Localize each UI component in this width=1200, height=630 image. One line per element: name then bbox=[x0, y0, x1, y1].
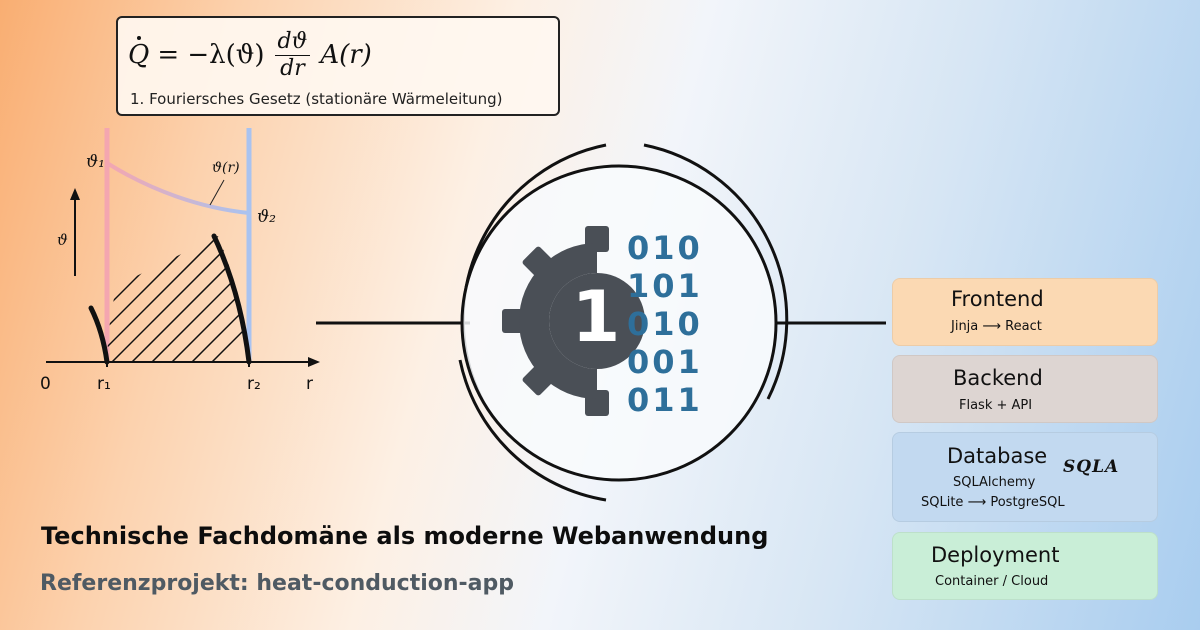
binary-row-4: 001 bbox=[627, 343, 703, 381]
theta1-label: ϑ₁ bbox=[86, 152, 105, 172]
r2-label: r₂ bbox=[247, 374, 261, 394]
theta-r-pointer bbox=[209, 179, 225, 206]
inner-arc bbox=[88, 305, 110, 365]
headline: Technische Fachdomäne als moderne Webanw… bbox=[41, 522, 769, 550]
x-zero-label: 0 bbox=[40, 374, 51, 394]
formula-eq: = −λ(ϑ) bbox=[157, 40, 265, 70]
hub-outer-arc-right bbox=[643, 143, 789, 400]
binary-row-3: 010 bbox=[627, 305, 703, 343]
r1-label: r₁ bbox=[97, 374, 111, 394]
theta2-label: ϑ₂ bbox=[257, 207, 276, 227]
temperature-curve bbox=[105, 161, 250, 215]
deployment-sub: Container / Cloud bbox=[935, 574, 1049, 589]
heat-conduction-plot: ϑ₁ ϑ₂ ϑ(r) ϑ 0 r₁ r₂ r bbox=[40, 128, 320, 394]
backend-sub: Flask + API bbox=[959, 398, 1033, 413]
theta-axis-arrow bbox=[70, 188, 80, 200]
hub-outer-arc-bottom-left bbox=[458, 359, 607, 502]
subline: Referenzprojekt: heat-conduction-app bbox=[40, 571, 515, 596]
theta-axis-label: ϑ bbox=[57, 231, 68, 249]
formula-box: Q = −λ(ϑ) dϑ dr A(r) 1. Fouriersches Ges… bbox=[116, 16, 560, 116]
database-title: Database bbox=[947, 444, 1048, 468]
database-sub2: SQLite ⟶ PostgreSQL bbox=[921, 495, 1065, 510]
formula-numerator: dϑ bbox=[274, 30, 311, 56]
formula-denominator: dr bbox=[280, 55, 305, 81]
r-axis-label: r bbox=[306, 374, 313, 394]
deployment-box: Deployment Container / Cloud bbox=[892, 532, 1158, 600]
binary-row-2: 101 bbox=[627, 267, 703, 305]
frontend-box: Frontend Jinja ⟶ React bbox=[892, 278, 1158, 346]
theta-r-label: ϑ(r) bbox=[212, 160, 240, 176]
sqlalchemy-logo: SQLA bbox=[1063, 457, 1120, 477]
formula-caption: 1. Fouriersches Gesetz (stationäre Wärme… bbox=[130, 90, 503, 108]
formula-fraction: dϑ dr bbox=[274, 30, 311, 81]
database-box: Database SQLAlchemy SQLite ⟶ PostgreSQL bbox=[892, 432, 1158, 522]
frontend-title: Frontend bbox=[951, 287, 1044, 311]
deployment-title: Deployment bbox=[931, 543, 1060, 567]
gear-icon bbox=[502, 226, 645, 416]
backend-box: Backend Flask + API bbox=[892, 355, 1158, 423]
formula-q: Q bbox=[128, 36, 150, 70]
outer-arc bbox=[211, 233, 252, 365]
frontend-sub: Jinja ⟶ React bbox=[951, 319, 1042, 334]
gear-digit: 1 bbox=[571, 276, 621, 358]
formula-rhs: A(r) bbox=[320, 40, 372, 70]
r-axis-arrow bbox=[308, 357, 320, 367]
backend-title: Backend bbox=[953, 366, 1043, 390]
binary-row-1: 010 bbox=[627, 229, 703, 267]
database-sub1: SQLAlchemy bbox=[953, 475, 1036, 490]
fourier-formula: Q = −λ(ϑ) dϑ dr A(r) bbox=[128, 24, 372, 86]
binary-row-5: 011 bbox=[627, 381, 703, 419]
hub bbox=[458, 143, 789, 502]
